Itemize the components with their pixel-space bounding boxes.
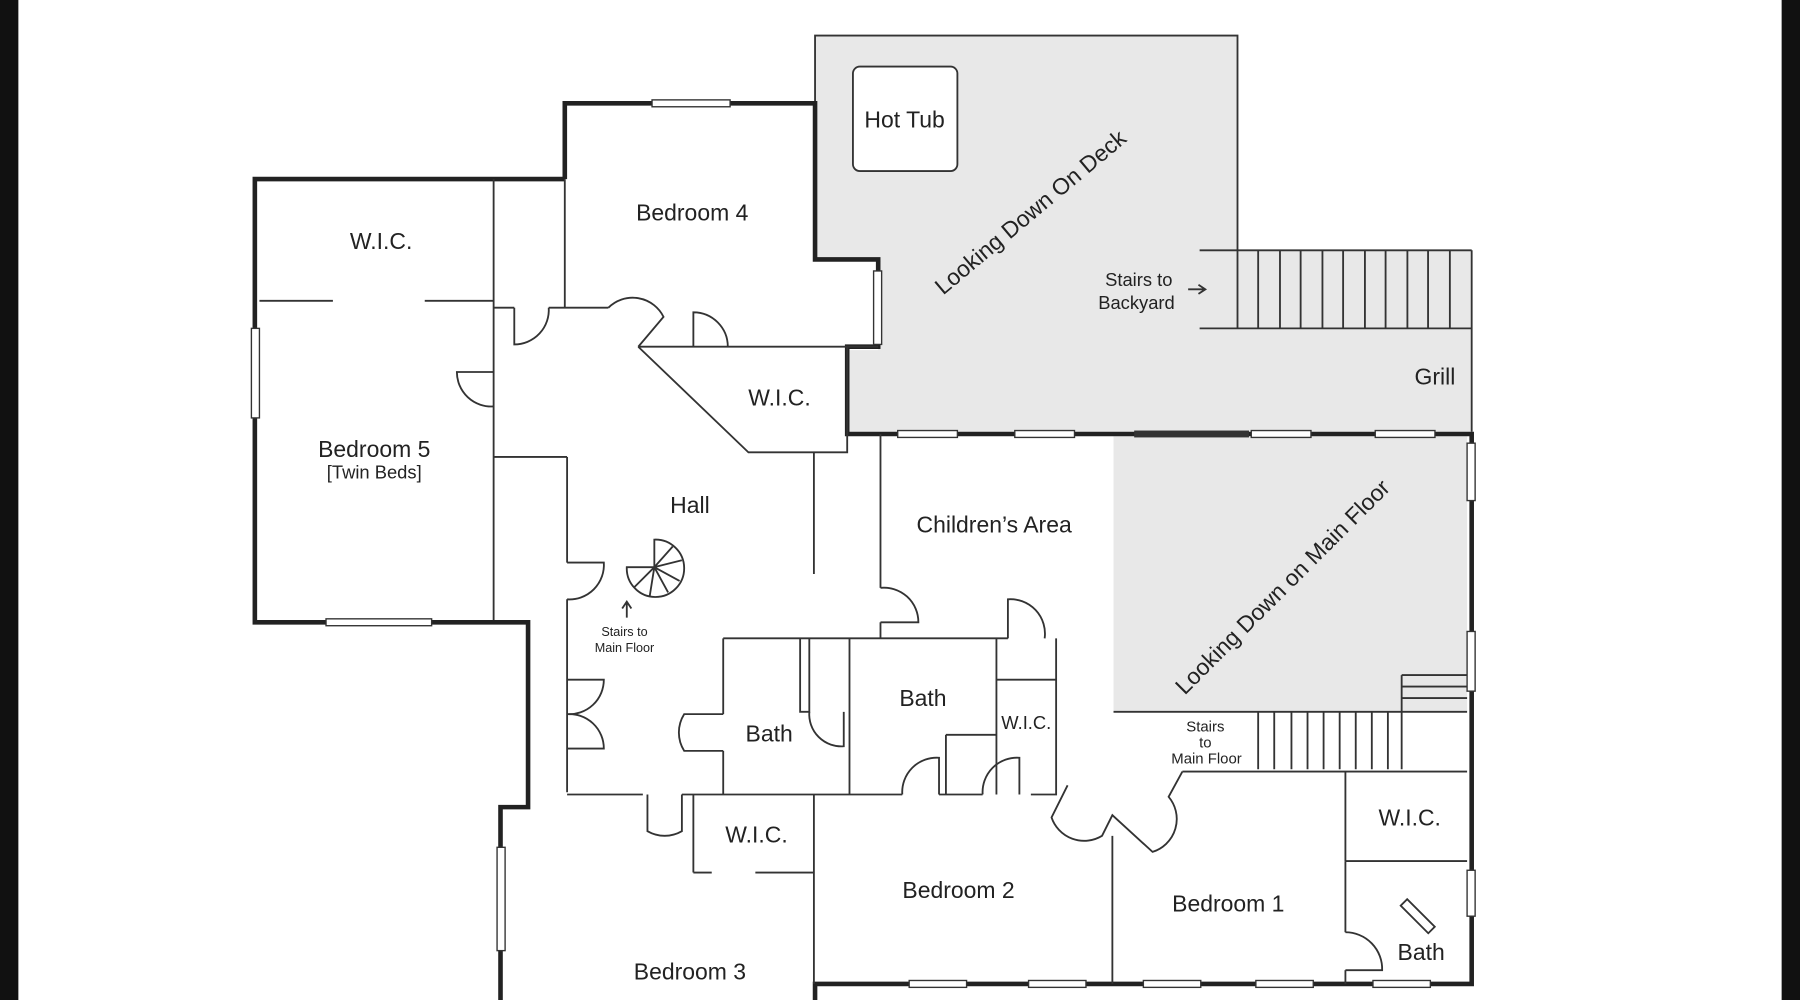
- stairs-to-main-label-3: Main Floor: [1171, 750, 1241, 767]
- bedroom-1-label: Bedroom 1: [1172, 891, 1284, 917]
- hot-tub-label: Hot Tub: [864, 106, 944, 132]
- stairs-to-main-label-2: to: [1199, 734, 1211, 751]
- grill-label: Grill: [1415, 364, 1456, 390]
- stairs-main-label-2: Main Floor: [595, 641, 655, 655]
- stairs-backyard-label-2: Backyard: [1098, 292, 1175, 313]
- bedroom-3-label: Bedroom 3: [634, 958, 746, 984]
- main-floor-opening: [1113, 436, 1468, 712]
- stairs-backyard-label: Stairs to: [1105, 269, 1172, 290]
- bedroom-2-label: Bedroom 2: [902, 877, 1014, 903]
- hall-label: Hall: [670, 492, 710, 518]
- bedroom-5-label: Bedroom 5: [318, 436, 430, 462]
- stairs-to-main-label: Stairs: [1186, 718, 1224, 735]
- stairs-main-label: Stairs to: [601, 625, 647, 639]
- deck-outline: [814, 34, 1473, 432]
- wic-bedroom-4-label: W.I.C.: [748, 384, 810, 410]
- bath-label: Bath: [746, 721, 793, 747]
- bedroom-4-label: Bedroom 4: [636, 199, 749, 225]
- wic-bedroom-1-label: W.I.C.: [1378, 804, 1440, 830]
- childrens-area-label: Children’s Area: [917, 512, 1072, 538]
- wic-bedroom-5-label: W.I.C.: [350, 228, 412, 254]
- deck-area: [815, 35, 1472, 432]
- bath-bedroom-1-label: Bath: [1398, 939, 1445, 965]
- wic-bath-label: W.I.C.: [1001, 712, 1051, 733]
- bedroom-5-note: [Twin Beds]: [327, 462, 422, 483]
- windows: [250, 99, 1476, 989]
- spiral-stairs-icon: [621, 538, 686, 618]
- doors[interactable]: [455, 296, 1384, 972]
- interior-walls: [259, 179, 1468, 984]
- wic-bedroom-3-label: W.I.C.: [725, 822, 787, 848]
- bath-label-2: Bath: [899, 685, 946, 711]
